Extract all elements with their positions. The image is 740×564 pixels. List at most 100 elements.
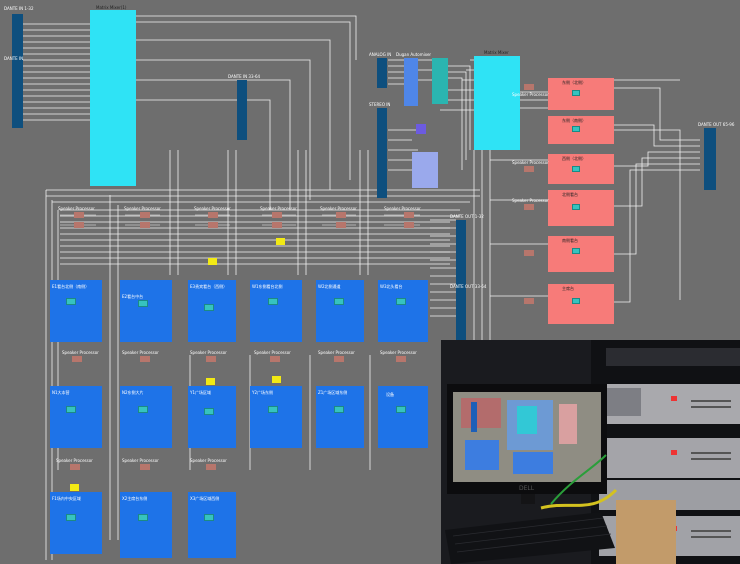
processor-box[interactable] — [206, 464, 216, 470]
output-eq-3[interactable] — [572, 166, 580, 172]
zone-eq[interactable] — [66, 406, 76, 413]
processor-box[interactable] — [208, 212, 218, 218]
zone-eq[interactable] — [204, 514, 214, 521]
output-block-3[interactable] — [548, 154, 614, 184]
zone-eq[interactable] — [138, 406, 148, 413]
zone-block-w3[interactable] — [378, 280, 428, 342]
zone-eq[interactable] — [66, 298, 76, 305]
processor-box[interactable] — [208, 222, 218, 228]
zone-block-x2[interactable] — [120, 492, 172, 558]
output-eq-2[interactable] — [572, 126, 580, 132]
processor-box[interactable] — [336, 222, 346, 228]
dante-input-2-title: DANTE IN 33-64 — [228, 74, 261, 79]
speaker-processor-label: Speaker Processor — [194, 206, 231, 211]
speaker-processor-label: Speaker Processor — [380, 350, 417, 355]
output-eq-4[interactable] — [572, 204, 580, 210]
matrix-mixer-1[interactable] — [90, 10, 136, 186]
dante-input-side-label: DANTE IN — [4, 56, 24, 61]
analog-input-block[interactable] — [377, 58, 387, 88]
zone-block-y2[interactable] — [250, 386, 302, 448]
zone-eq[interactable] — [138, 514, 148, 521]
zone-eq[interactable] — [396, 406, 406, 413]
processor-box[interactable] — [404, 222, 414, 228]
dante-output-block-1[interactable] — [456, 220, 466, 340]
zone-block-z1[interactable] — [316, 386, 364, 448]
processor-box[interactable] — [70, 464, 80, 470]
stereo-input-block[interactable] — [377, 108, 387, 198]
processor-box[interactable] — [270, 356, 280, 362]
dante-output-right-title: DANTE OUT 65-96 — [698, 122, 735, 127]
speaker-processor-label: Speaker Processor — [124, 206, 161, 211]
zone-label: W3北头看台 — [380, 284, 403, 289]
router-block[interactable] — [412, 152, 438, 188]
zone-block-w1[interactable] — [250, 280, 302, 342]
processor-box[interactable] — [206, 356, 216, 362]
zone-block-n1[interactable] — [50, 386, 102, 448]
zone-eq[interactable] — [204, 408, 214, 415]
processor-box[interactable] — [140, 356, 150, 362]
zone-block-w2[interactable] — [316, 280, 364, 342]
dante-input-block[interactable] — [12, 14, 23, 128]
zone-eq[interactable] — [334, 406, 344, 413]
output-eq-1[interactable] — [572, 90, 580, 96]
zone-block-equipment[interactable] — [378, 386, 428, 448]
input-gain-block[interactable] — [432, 58, 448, 104]
dugan-automixer[interactable] — [404, 58, 418, 106]
zone-eq[interactable] — [138, 300, 148, 307]
zone-block-n2[interactable] — [120, 386, 172, 448]
processor-box[interactable] — [396, 356, 406, 362]
processor-box[interactable] — [524, 166, 534, 172]
output-block-4[interactable] — [548, 190, 614, 226]
output-label-5: 南侧看台 — [562, 238, 578, 243]
zone-label: F1场内中央区域 — [52, 496, 81, 501]
zone-eq[interactable] — [204, 304, 214, 311]
output-block-1[interactable] — [548, 78, 614, 110]
processor-box[interactable] — [74, 222, 84, 228]
dante-input-block-2[interactable] — [237, 80, 247, 140]
zone-block-e1[interactable] — [50, 280, 102, 342]
mute-box[interactable] — [206, 378, 215, 385]
processor-box[interactable] — [524, 204, 534, 210]
processor-box[interactable] — [74, 212, 84, 218]
output-eq-5[interactable] — [572, 248, 580, 254]
zone-label: X3广场区域西侧 — [190, 496, 220, 501]
output-block-2[interactable] — [548, 116, 614, 144]
output-label-4: 北侧看台 — [562, 192, 578, 197]
output-block-6[interactable] — [548, 284, 614, 324]
mute-box[interactable] — [272, 376, 281, 383]
zone-eq[interactable] — [268, 298, 278, 305]
processor-box[interactable] — [404, 212, 414, 218]
zone-label: E2看台中台 — [122, 294, 144, 299]
processor-box[interactable] — [334, 356, 344, 362]
dante-output-block-right[interactable] — [704, 128, 716, 190]
output-eq-6[interactable] — [572, 298, 580, 304]
dugan-automixer-title: Dugan Automixer — [396, 52, 432, 57]
zone-block-x3[interactable] — [188, 492, 236, 558]
processor-box[interactable] — [140, 464, 150, 470]
processor-box[interactable] — [72, 356, 82, 362]
output-label-2: 东侧（南侧） — [562, 118, 586, 123]
processor-box[interactable] — [524, 84, 534, 90]
zone-eq[interactable] — [268, 406, 278, 413]
zone-eq[interactable] — [334, 298, 344, 305]
zone-block-e3[interactable] — [188, 280, 236, 342]
mute-box[interactable] — [208, 258, 217, 265]
mute-box[interactable] — [70, 484, 79, 491]
processor-box[interactable] — [140, 222, 150, 228]
zone-eq[interactable] — [66, 514, 76, 521]
zone-block-f1[interactable] — [50, 492, 102, 554]
delay-block[interactable] — [416, 124, 426, 134]
processor-box[interactable] — [524, 298, 534, 304]
processor-box[interactable] — [336, 212, 346, 218]
output-block-5[interactable] — [548, 236, 614, 272]
processor-box[interactable] — [272, 222, 282, 228]
zone-block-e2[interactable] — [120, 280, 172, 342]
processor-box[interactable] — [524, 250, 534, 256]
zone-eq[interactable] — [396, 298, 406, 305]
mute-box[interactable] — [276, 238, 285, 245]
processor-box[interactable] — [140, 212, 150, 218]
processor-box[interactable] — [272, 212, 282, 218]
matrix-mixer-2[interactable] — [474, 56, 520, 150]
zone-block-y1[interactable] — [188, 386, 236, 448]
